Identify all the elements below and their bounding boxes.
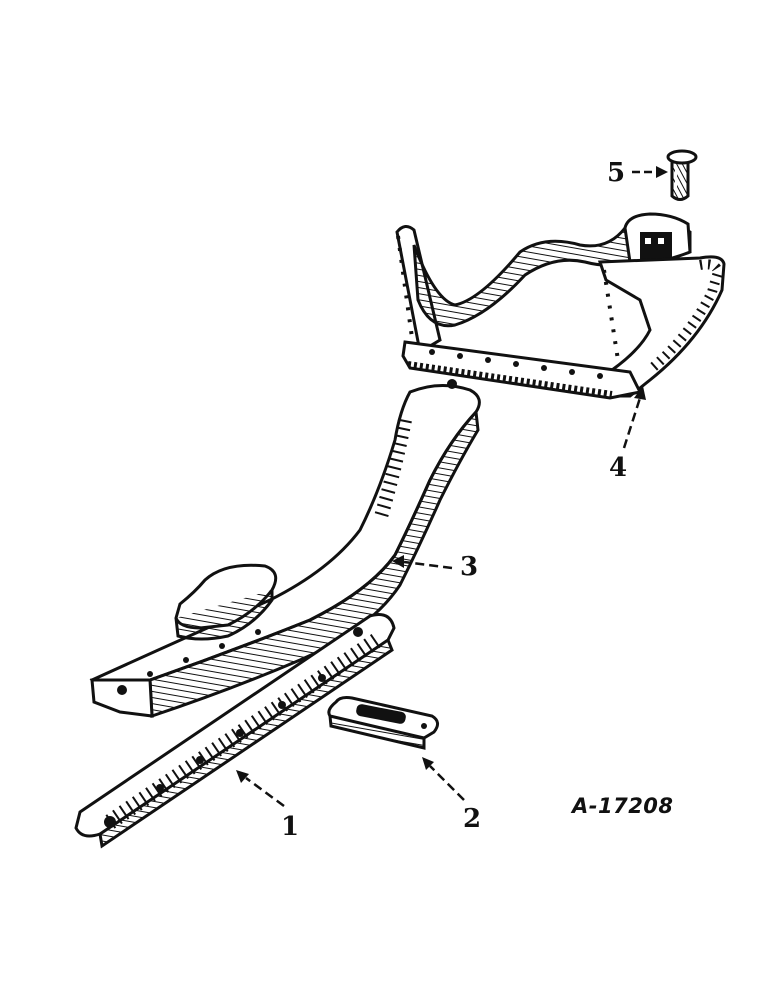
callout-5: 5 — [607, 158, 626, 188]
offset-drawbar-part — [89, 379, 481, 719]
leader-1 — [236, 770, 285, 808]
straight-drawbar-part — [74, 613, 396, 849]
figure-code: A-17208 — [572, 794, 674, 818]
callout-3: 3 — [460, 552, 479, 582]
link-plate-part — [327, 696, 439, 750]
leader-3 — [392, 555, 453, 570]
callout-1: 1 — [281, 812, 300, 842]
drawbar-frame-part — [395, 212, 726, 400]
leader-2 — [422, 757, 465, 801]
leader-5 — [632, 166, 668, 178]
pin-part — [666, 149, 698, 201]
callout-2: 2 — [463, 804, 482, 834]
leader-4 — [622, 386, 646, 449]
callout-4: 4 — [609, 453, 628, 483]
